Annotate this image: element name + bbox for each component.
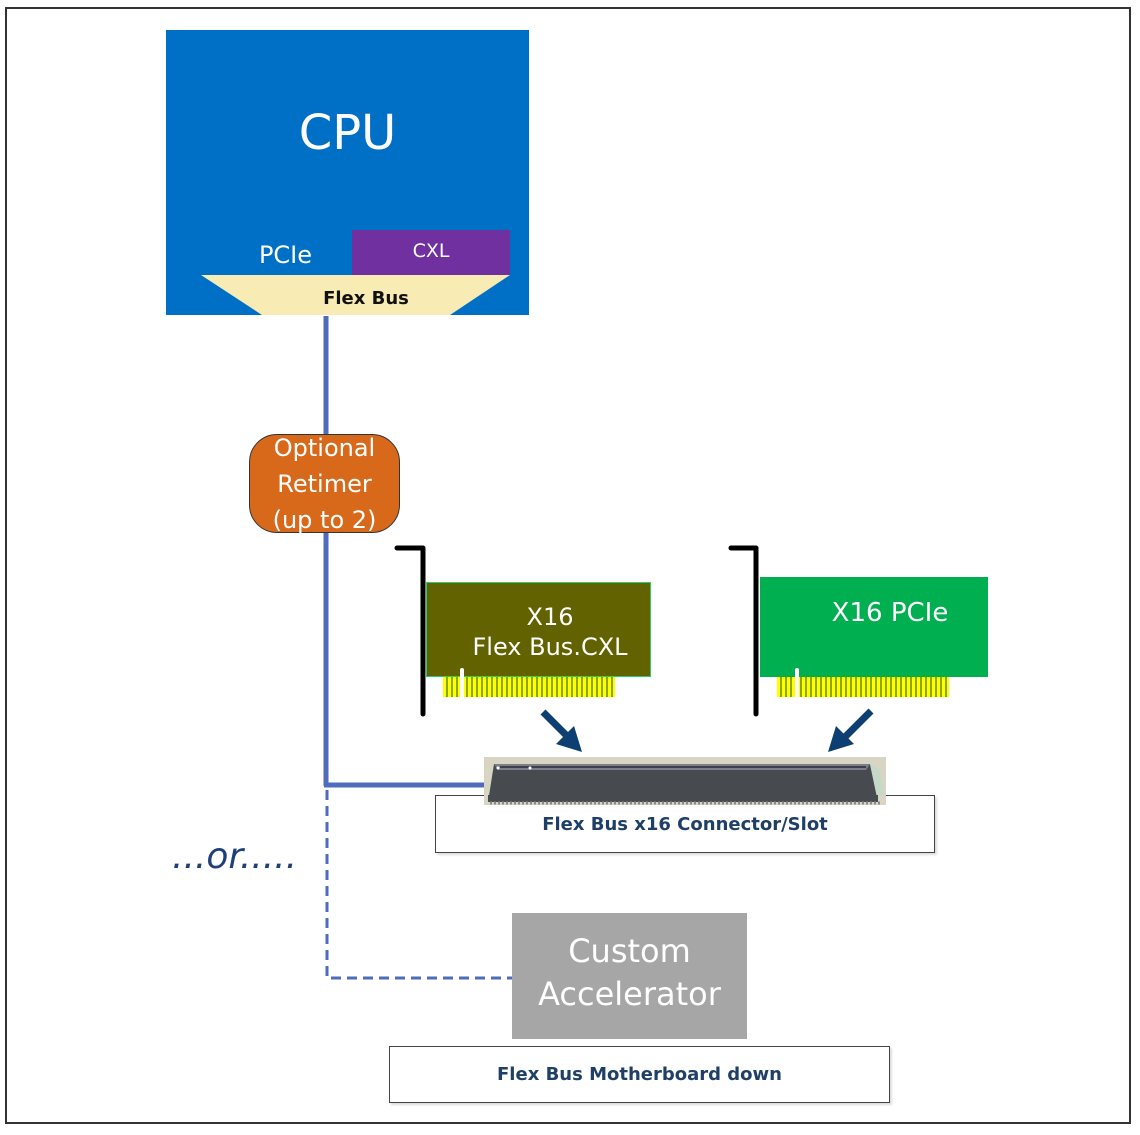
pcie-label: PCIe [258,241,313,269]
retimer-line-1: Optional [273,434,376,462]
flexbus-label: Flex Bus [323,288,409,309]
retimer-block [249,434,400,533]
card-cxl-line-2: Flex Bus.CXL [472,633,628,661]
cpu-label: CPU [298,105,397,161]
motherboard-label-box [389,1046,890,1103]
card-cxl-line-1: X16 [526,603,574,631]
accelerator-line-2: Accelerator [538,975,721,1013]
custom-accelerator-label: Custom Accelerator [512,930,747,1016]
card-pcie [760,577,988,677]
custom-accelerator-block [512,913,747,1039]
card-pcie-key-notch [795,668,799,698]
retimer-line-3: (up to 2) [272,506,377,534]
connector-label: Flex Bus x16 Connector/Slot [542,814,828,835]
cxl-label: CXL [412,240,450,262]
or-text: ...or..... [172,836,298,877]
arrow-icon-cxl-card [540,709,582,752]
card-bracket-cxl [394,545,426,717]
card-pcie-label: X16 PCIe [831,598,949,628]
cxl-block [352,230,510,275]
retimer-label: Optional Retimer (up to 2) [249,430,400,538]
card-pcie-edge-connector [777,677,949,697]
card-cxl-key-notch [460,668,464,698]
card-cxl-edge-connector [443,677,615,697]
card-cxl-label: X16 Flex Bus.CXL [440,602,660,662]
motherboard-label: Flex Bus Motherboard down [497,1064,782,1085]
flexbus-trapezoid [201,275,510,315]
card-flexbus-cxl [426,582,651,677]
retimer-line-2: Retimer [277,470,372,498]
arrow-icon-pcie-card [828,708,874,752]
card-bracket-pcie [728,545,759,717]
bus-line-dashed [325,790,512,980]
accelerator-line-1: Custom [568,932,691,970]
